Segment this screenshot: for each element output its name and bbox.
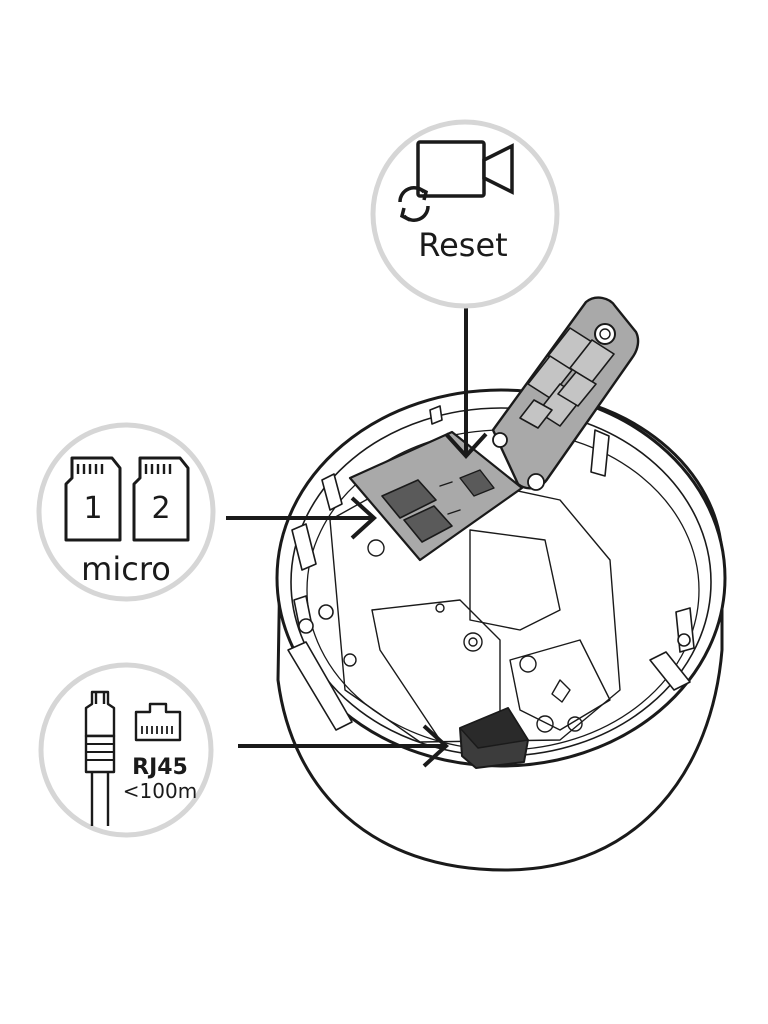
cover-screw-top [594,323,616,345]
rj45-label: RJ45 [132,755,188,780]
cover-hinge-screw [492,432,508,448]
sd-card-1-icon [64,456,122,542]
sd-card-1-number: 1 [83,491,102,526]
sd-card-2-number: 2 [151,491,170,526]
pointer-arrows [226,306,488,768]
reset-label: Reset [418,226,507,264]
micro-label: micro [81,550,171,588]
micro-sd-arrow [226,496,377,540]
camera-housing [275,296,727,872]
cover-contact-blocks [519,327,615,429]
cable-length-label: <100m [123,779,197,803]
reset-callout: Reset [370,119,560,309]
reset-arrow [444,306,488,459]
sd-card-2-icon [132,456,190,542]
micro-sd-card-icon [64,456,190,542]
rj45-callout: RJ45 <100m [38,662,214,838]
cover-latch-screw [527,473,545,491]
camera-reset-icon [398,140,514,222]
mounting-clips [287,405,695,731]
rj45-plug-icon [84,690,116,826]
rj45-callout-ring [38,662,214,838]
sd-slot-2 [403,505,453,543]
micro-sd-callout: 1 2 micro [36,422,216,602]
tray-panel [348,430,524,562]
hinged-cover [491,296,640,491]
sd-card-tray [348,430,524,562]
reset-slot [459,469,495,497]
rj45-arrow [238,724,449,768]
sd-slot-1 [381,479,437,519]
rj45-jack-icon [134,702,182,742]
rj45-port-block [459,707,529,769]
